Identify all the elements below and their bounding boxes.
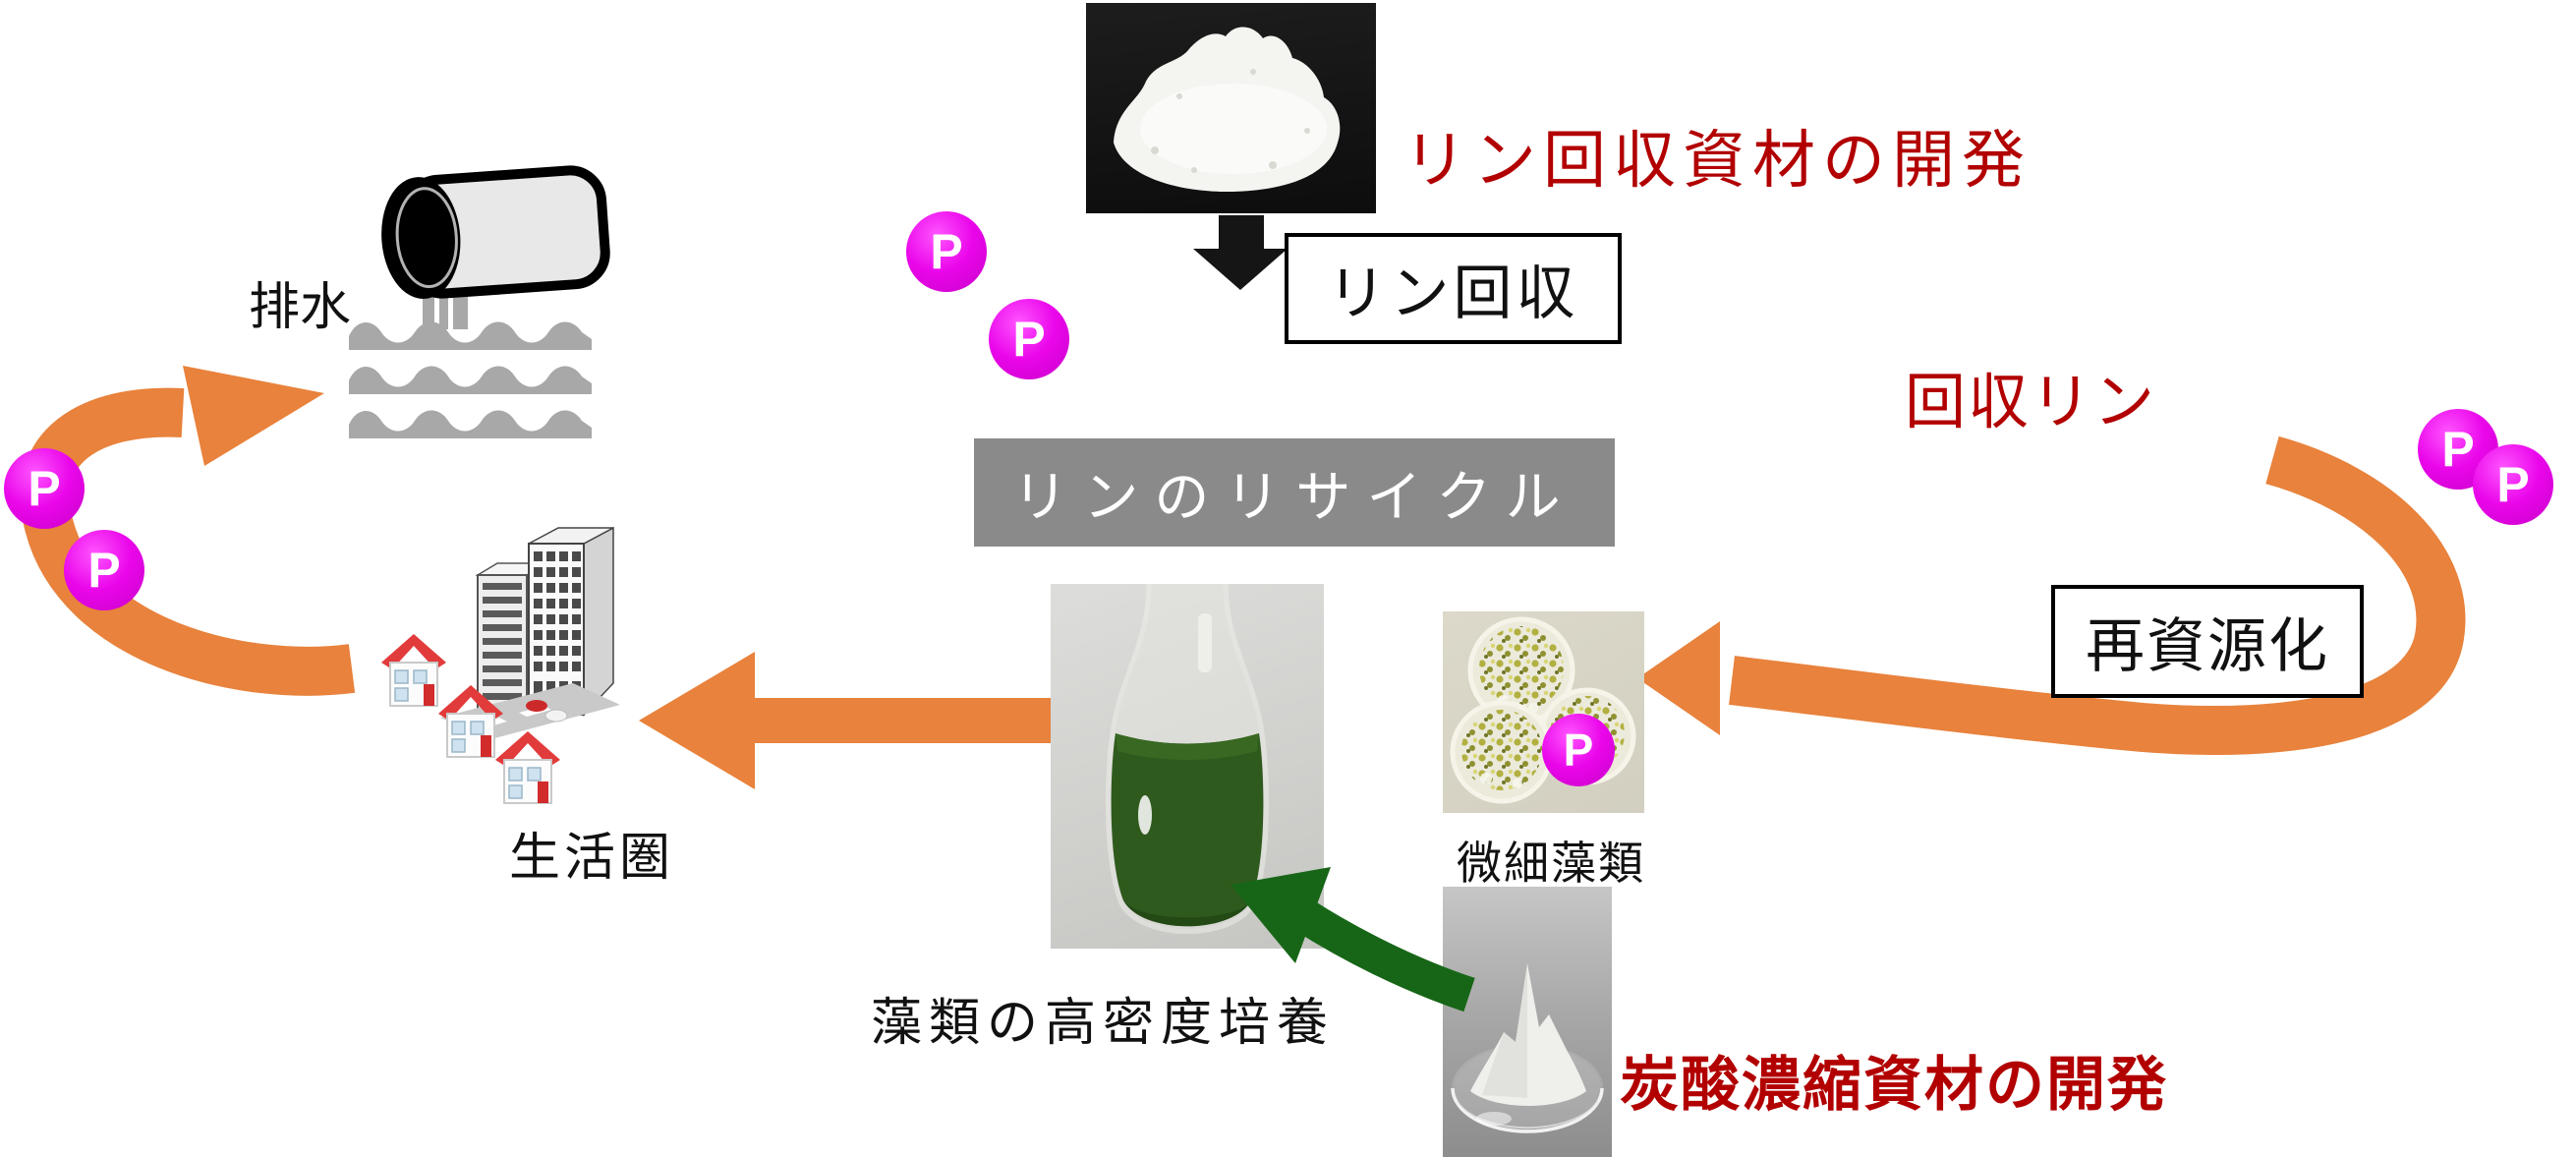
recycle-title-banner: リンのリサイクル (974, 438, 1615, 547)
water-waves-icon (349, 321, 592, 438)
p-badge-microalgae: P (1542, 714, 1615, 786)
p-badge-left-1: P (4, 448, 85, 529)
wastewater-pipe-icon (344, 147, 619, 452)
re-resourcing-box: 再資源化 (2051, 585, 2364, 698)
recycle-title-text: リンのリサイクル (1012, 467, 1576, 529)
p-badge-letter: P (2441, 422, 2475, 477)
pipe-cylinder-icon (381, 165, 610, 299)
carbonate-material-caption: 炭酸濃縮資材の開発 (1620, 1053, 2168, 1118)
algae-culture-bottle-photo (1051, 584, 1324, 949)
arrow-city-to-wastewater (20, 366, 356, 696)
p-badge-letter: P (28, 461, 61, 516)
p-badge-letter: P (2496, 457, 2530, 512)
p-badge-letter: P (930, 224, 963, 279)
p-badge-top-2: P (989, 299, 1069, 379)
arrow-powder-to-recovery (1193, 215, 1288, 290)
living-sphere-label: 生活圏 (509, 831, 675, 887)
phosphorus-recovery-box: リン回収 (1285, 233, 1622, 344)
phosphorus-recovery-box-label: リン回収 (1327, 261, 1579, 326)
carbonate-powder-photo (1443, 887, 1612, 1157)
p-badge-letter: P (1563, 724, 1594, 776)
p-badge-letter: P (1012, 312, 1046, 367)
p-badge-letter: P (87, 543, 121, 598)
recovery-material-caption: リン回収資材の開発 (1403, 126, 2032, 196)
p-badge-left-2: P (64, 530, 144, 610)
p-badge-right-2: P (2473, 444, 2553, 525)
p-badge-top-1: P (906, 211, 987, 292)
high-density-culture-label: 藻類の高密度培養 (871, 996, 1336, 1052)
city-icon (381, 506, 622, 806)
p-badge-right-1: P (2418, 409, 2498, 490)
microalgae-label: 微細藻類 (1457, 839, 1645, 889)
wastewater-label: 排水 (249, 280, 352, 336)
phosphorus-powder-photo (1086, 3, 1376, 213)
recovered-phosphorus-label: 回収リン (1905, 370, 2157, 436)
arrow-recovered-to-microalgae (1637, 435, 2466, 756)
arrow-culture-to-city (639, 652, 1051, 789)
re-resourcing-box-label: 再資源化 (2086, 614, 2329, 679)
